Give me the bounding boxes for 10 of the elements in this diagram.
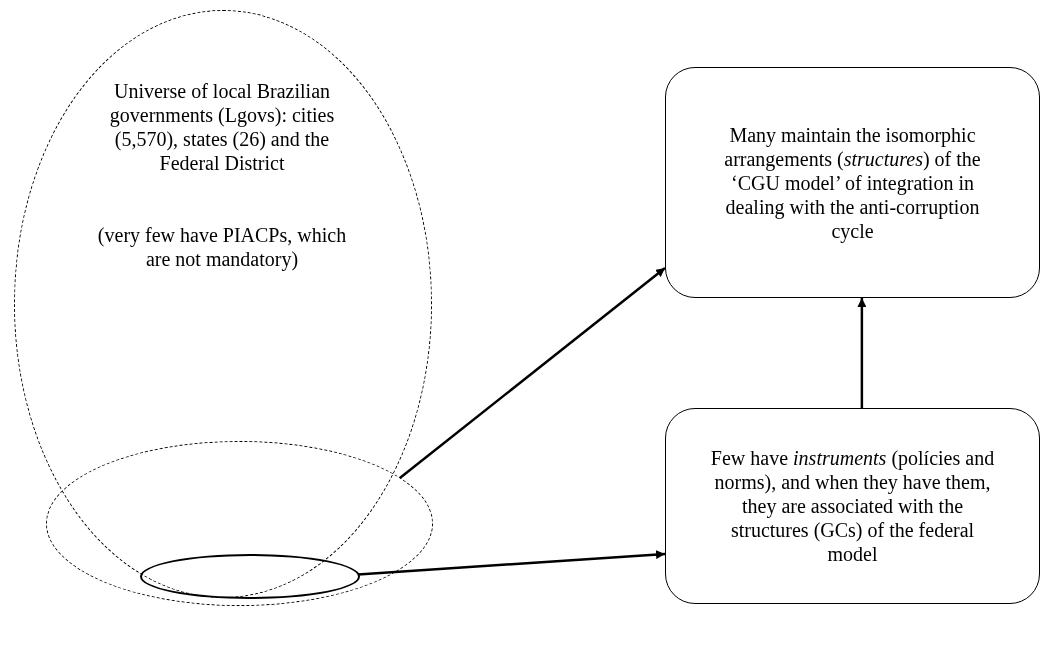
arrow [857,298,867,408]
ellipse-text: Universe of local Brazilian governments (Lgovs): cities (5,570), states (26) and the Federal District [108,79,336,175]
rounded-box [665,67,1040,298]
box-text: Few have instruments (polícies and norms), and when they have them, they are associated with the structures (GCs) of the federal model [709,446,996,566]
ellipse [140,554,360,599]
rounded-box [665,408,1040,604]
box-text: Many maintain the isomorphic arrangements (structures) of the ‘CGU model’ of integration in dealing with the anti-corruption cycle [723,122,982,243]
ellipse-text: (very few have PIACPs, which are not mandatory) [96,223,348,271]
arrow [357,550,666,576]
arrow [399,267,666,479]
